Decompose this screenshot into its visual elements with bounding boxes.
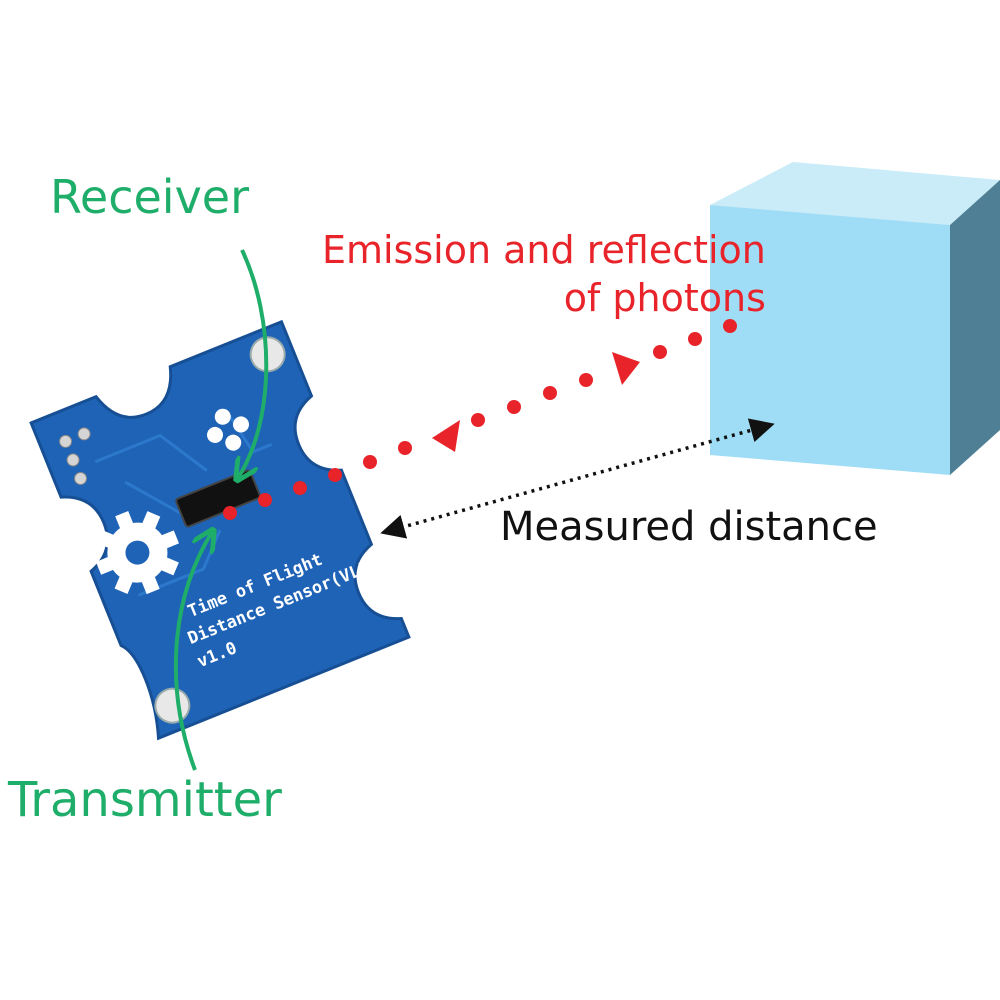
- cube-side-face: [950, 180, 1000, 475]
- measured-distance-label: Measured distance: [500, 504, 878, 550]
- pin-pads: [59, 427, 91, 485]
- transmitter-label: Transmitter: [8, 772, 282, 828]
- cube-front-face: [710, 205, 950, 475]
- photon-dot: [223, 506, 237, 520]
- emission-label: Emission and reflection of photons: [322, 226, 766, 322]
- emission-label-line-1: Emission and reflection: [322, 228, 766, 272]
- emission-label-line-2: of photons: [563, 276, 766, 320]
- sensor-board: Time of Flight Distance Sensor(VL53L0X) …: [29, 319, 420, 741]
- photon-dot: [258, 493, 272, 507]
- receiver-label: Receiver: [50, 170, 250, 224]
- photon-dot: [293, 481, 307, 495]
- photon-dot: [688, 332, 702, 346]
- transmitter-arrow: [173, 532, 212, 771]
- board-mark-icon: [207, 408, 249, 451]
- photon-dot: [543, 386, 557, 400]
- photon-dot: [471, 413, 485, 427]
- photon-dot: [328, 468, 342, 482]
- photon-dot: [653, 345, 667, 359]
- photon-dot: [723, 319, 737, 333]
- target-cube: [710, 162, 1000, 475]
- receiver-arrow: [238, 249, 269, 478]
- measured-distance-line: [380, 418, 775, 539]
- photon-path: [223, 319, 737, 520]
- photon-dot: [579, 373, 593, 387]
- gear-icon: [95, 511, 180, 595]
- photon-arrowhead-left: [432, 420, 460, 452]
- photon-dot: [398, 441, 412, 455]
- cube-top-face: [710, 162, 1000, 225]
- photon-dot: [363, 455, 377, 469]
- photon-dot: [507, 400, 521, 414]
- photon-arrowhead-right: [612, 352, 640, 385]
